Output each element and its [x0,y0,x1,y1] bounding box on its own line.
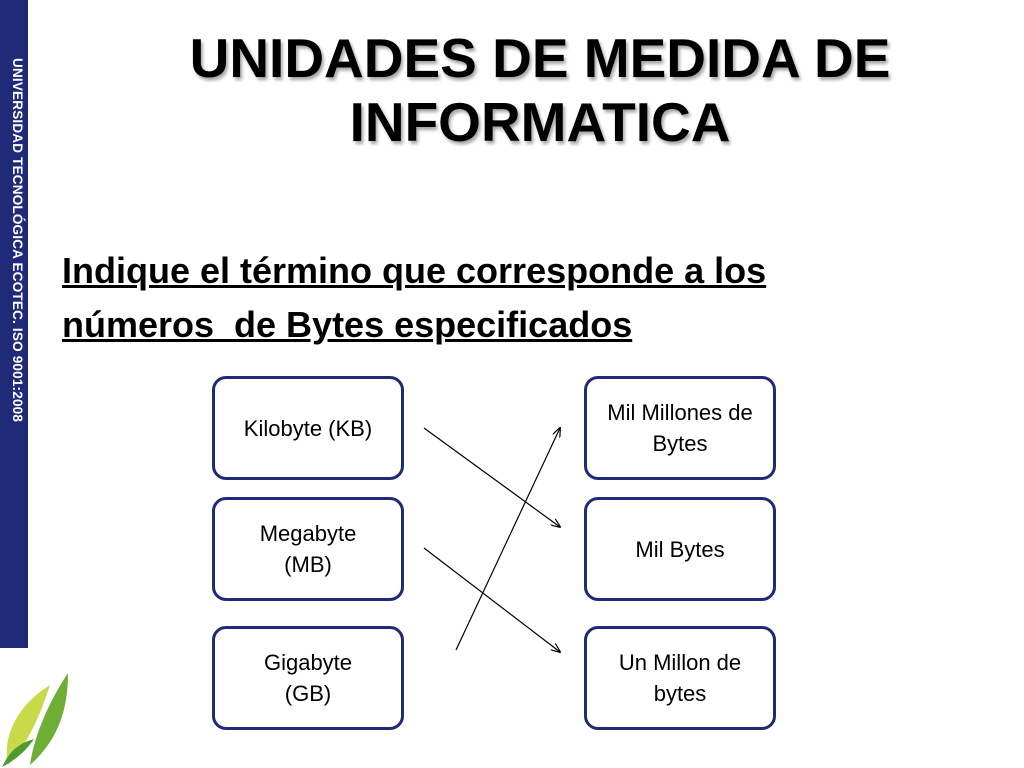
term-label: Megabyte [259,521,357,546]
term-label: Gigabyte [263,650,353,675]
sidebar-band: UNIVERSIDAD TECNOLÓGICA ECOTEC. ISO 9001… [0,0,28,648]
term-label: Kilobyte (KB) [243,415,373,441]
quantity-label: Mil Millones de [607,400,753,425]
quantity-label: Bytes [652,431,708,456]
arrow-megabyte-to-un-millon [423,547,560,652]
term-label: (GB) [284,681,332,706]
quantity-label: bytes [653,681,707,706]
instruction-line-1: Indique el término que corresponde a los [62,250,767,291]
sidebar-university-text: UNIVERSIDAD TECNOLÓGICA ECOTEC. ISO 9001… [10,58,25,423]
term-box-kilobyte: Kilobyte (KB) [212,376,404,480]
arrow-gigabyte-to-mil-millones [455,428,560,651]
slide-title: UNIDADES DE MEDIDA DE INFORMATICA [60,26,1020,154]
title-line-2: INFORMATICA [349,91,731,153]
quantity-box-mil-bytes: Mil Bytes [584,497,776,601]
quantity-box-mil-millones: Mil Millones de Bytes [584,376,776,480]
ecotec-logo-icon [2,673,68,767]
quantity-label: Un Millon de [618,650,742,675]
quantity-label: Mil Bytes [635,536,725,562]
quantity-box-un-millon: Un Millon de bytes [584,626,776,730]
title-line-1: UNIDADES DE MEDIDA DE [189,27,891,89]
term-box-megabyte: Megabyte (MB) [212,497,404,601]
term-label: (MB) [284,552,332,577]
instruction-text: Indique el término que corresponde a los… [62,244,982,352]
arrow-kilobyte-to-mil-bytes [423,427,560,527]
instruction-line-2: números de Bytes especificados [62,304,633,345]
term-box-gigabyte: Gigabyte (GB) [212,626,404,730]
